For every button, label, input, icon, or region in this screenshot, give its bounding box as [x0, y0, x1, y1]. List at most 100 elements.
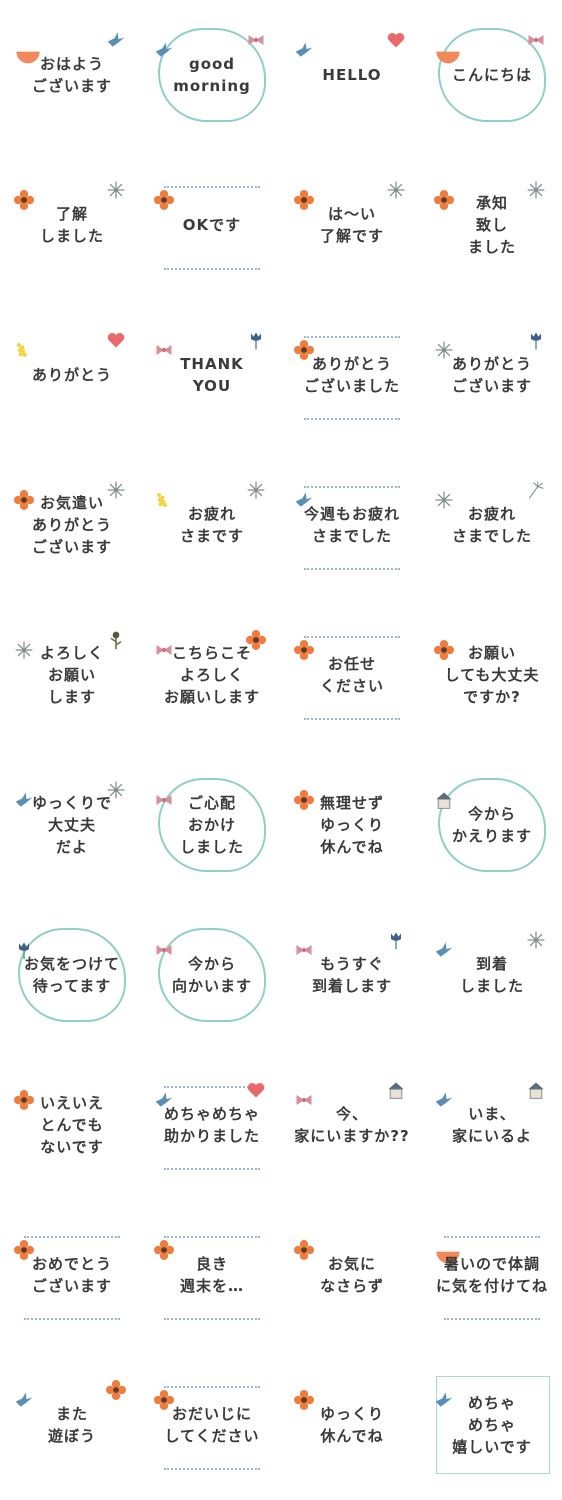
- sticker[interactable]: めちゃ めちゃ 嬉しいです: [422, 1350, 562, 1500]
- flower-icon: [294, 190, 314, 210]
- sticker[interactable]: お気をつけて 待ってます: [2, 900, 142, 1050]
- sticker[interactable]: ゆっくりで 大丈夫 だよ: [2, 750, 142, 900]
- sticker[interactable]: いま、 家にいるよ: [422, 1050, 562, 1200]
- sticker-text: ありがとう ございます: [451, 355, 532, 395]
- sticker-text: めちゃ めちゃ 嬉しいです: [452, 1394, 532, 1456]
- mimosa-icon: [157, 493, 167, 507]
- sticker[interactable]: 承知 致し ました: [422, 150, 562, 300]
- bird-icon: [435, 1392, 453, 1407]
- sticker-text: OKです: [182, 216, 242, 234]
- sticker-text: は〜い 了解です: [319, 205, 384, 245]
- sparkle-icon: [107, 481, 125, 499]
- sticker-text: お気遣い ありがとう ございます: [31, 494, 112, 556]
- sticker[interactable]: 到着 しました: [422, 900, 562, 1050]
- sticker[interactable]: お疲れ さまです: [142, 450, 282, 600]
- sticker[interactable]: お疲れ さまでした: [422, 450, 562, 600]
- cloud-outline: [158, 928, 266, 1022]
- sticker[interactable]: 了解 しました: [2, 150, 142, 300]
- sticker-text: ありがとう: [31, 366, 112, 384]
- sticker[interactable]: こちらこそ よろしく お願いします: [142, 600, 282, 750]
- bird-icon: [435, 942, 453, 957]
- sparkle-icon: [247, 481, 265, 499]
- sticker[interactable]: お気遣い ありがとう ございます: [2, 450, 142, 600]
- tulip-icon: [531, 332, 541, 350]
- vine-bottom: [304, 712, 400, 720]
- sun-icon: [16, 51, 40, 64]
- bird-icon: [107, 32, 125, 47]
- sticker[interactable]: お任せ ください: [282, 600, 422, 750]
- flower-icon: [294, 640, 314, 660]
- flower-icon: [246, 630, 266, 650]
- sticker[interactable]: 暑いので体調 に気を付けてね: [422, 1200, 562, 1350]
- sticker[interactable]: よろしく お願い します: [2, 600, 142, 750]
- sticker-text: 承知 致し ました: [467, 194, 516, 256]
- house-icon: [528, 1082, 544, 1099]
- sticker[interactable]: 今から 向かいます: [142, 900, 282, 1050]
- sticker[interactable]: おだいじに してください: [142, 1350, 282, 1500]
- sticker[interactable]: もうすぐ 到着します: [282, 900, 422, 1050]
- sticker[interactable]: ご心配 おかけ しました: [142, 750, 282, 900]
- house-icon: [388, 1082, 404, 1099]
- sticker[interactable]: また 遊ぼう: [2, 1350, 142, 1500]
- sticker-text: ご心配 おかけ しました: [179, 794, 244, 856]
- vine-top: [24, 1230, 120, 1238]
- sticker-text: お願い しても大丈夫 ですか?: [444, 644, 540, 706]
- sticker[interactable]: 良き 週末を…: [142, 1200, 282, 1350]
- sparkle-icon: [15, 641, 33, 659]
- sticker[interactable]: good morning: [142, 0, 282, 150]
- vine-top: [444, 1230, 540, 1238]
- sticker[interactable]: めちゃめちゃ 助かりました: [142, 1050, 282, 1200]
- sticker[interactable]: おはよう ございます: [2, 0, 142, 150]
- tulip-icon: [19, 942, 29, 960]
- sticker-text: いえいえ とんでも ないです: [39, 1094, 104, 1156]
- sticker[interactable]: ゆっくり 休んでね: [282, 1350, 422, 1500]
- flower-icon: [106, 1380, 126, 1400]
- sticker[interactable]: 今週もお疲れ さまでした: [282, 450, 422, 600]
- vine-top: [304, 630, 400, 638]
- sticker[interactable]: お願い しても大丈夫 ですか?: [422, 600, 562, 750]
- sticker[interactable]: おめでとう ございます: [2, 1200, 142, 1350]
- sticker-text: お疲れ さまでした: [451, 505, 532, 545]
- sticker-text: 到着 しました: [459, 955, 524, 995]
- sticker-text: good morning: [173, 55, 251, 95]
- vine-top: [164, 1230, 260, 1238]
- sparkle-icon: [107, 181, 125, 199]
- flower-icon: [14, 190, 34, 210]
- vine-bottom: [304, 412, 400, 420]
- flower-icon: [14, 1240, 34, 1260]
- vine-top: [164, 1380, 260, 1388]
- sticker[interactable]: ありがとう: [2, 300, 142, 450]
- ribbon-icon: [156, 945, 172, 955]
- sticker[interactable]: 今から かえります: [422, 750, 562, 900]
- sticker-text: 今、 家にいますか??: [294, 1105, 410, 1145]
- heart-icon: [387, 32, 405, 48]
- cloud-outline: [18, 928, 126, 1022]
- flower-icon: [154, 1390, 174, 1410]
- sticker-text: 暑いので体調 に気を付けてね: [435, 1255, 548, 1295]
- sticker-text: おだいじに してください: [164, 1405, 260, 1445]
- sticker-text: こちらこそ よろしく お願いします: [163, 644, 260, 706]
- dandelion-icon: [528, 481, 544, 499]
- sticker[interactable]: こんにちは: [422, 0, 562, 150]
- sticker[interactable]: は〜い 了解です: [282, 150, 422, 300]
- sticker[interactable]: OKです: [142, 150, 282, 300]
- sticker-text: おめでとう ございます: [31, 1255, 112, 1295]
- flower-icon: [14, 490, 34, 510]
- sticker[interactable]: 無理せず ゆっくり 休んでね: [282, 750, 422, 900]
- sticker[interactable]: 今、 家にいますか??: [282, 1050, 422, 1200]
- flower-icon: [294, 790, 314, 810]
- sticker[interactable]: ありがとう ございます: [422, 300, 562, 450]
- sticker[interactable]: お気に なさらず: [282, 1200, 422, 1350]
- vine-bottom: [164, 1462, 260, 1470]
- flower-icon: [434, 190, 454, 210]
- sticker[interactable]: HELLO: [282, 0, 422, 150]
- sticker[interactable]: THANK YOU: [142, 300, 282, 450]
- sticker-text: いま、 家にいるよ: [451, 1105, 532, 1145]
- house-icon: [436, 792, 452, 809]
- vine-bottom: [164, 1312, 260, 1320]
- sticker[interactable]: ありがとう ございました: [282, 300, 422, 450]
- ribbon-icon: [528, 35, 544, 45]
- sticker-text: ゆっくり 休んでね: [319, 1405, 384, 1445]
- sticker[interactable]: いえいえ とんでも ないです: [2, 1050, 142, 1200]
- vine-bottom: [24, 1312, 120, 1320]
